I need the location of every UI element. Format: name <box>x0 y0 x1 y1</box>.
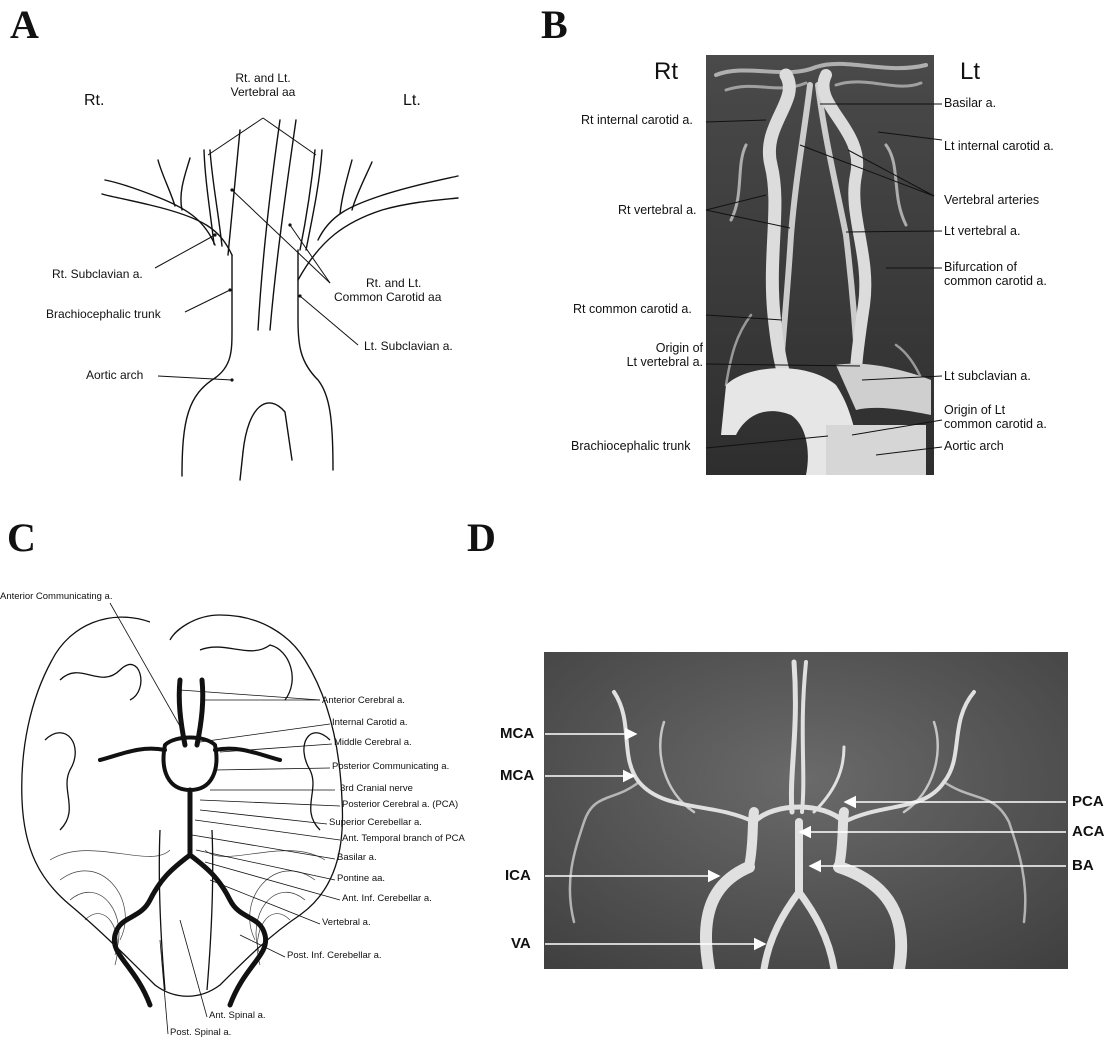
panel-d-pca-label: PCA <box>1072 793 1104 810</box>
panel-d-ba-label: BA <box>1072 857 1094 874</box>
panel-d-ica-label: ICA <box>505 867 531 884</box>
panel-d-aca-label: ACA <box>1072 823 1105 840</box>
panel-d-mca-label-2: MCA <box>500 767 534 784</box>
panel-d-va-label: VA <box>511 935 531 952</box>
panel-d-mca-label-1: MCA <box>500 725 534 742</box>
